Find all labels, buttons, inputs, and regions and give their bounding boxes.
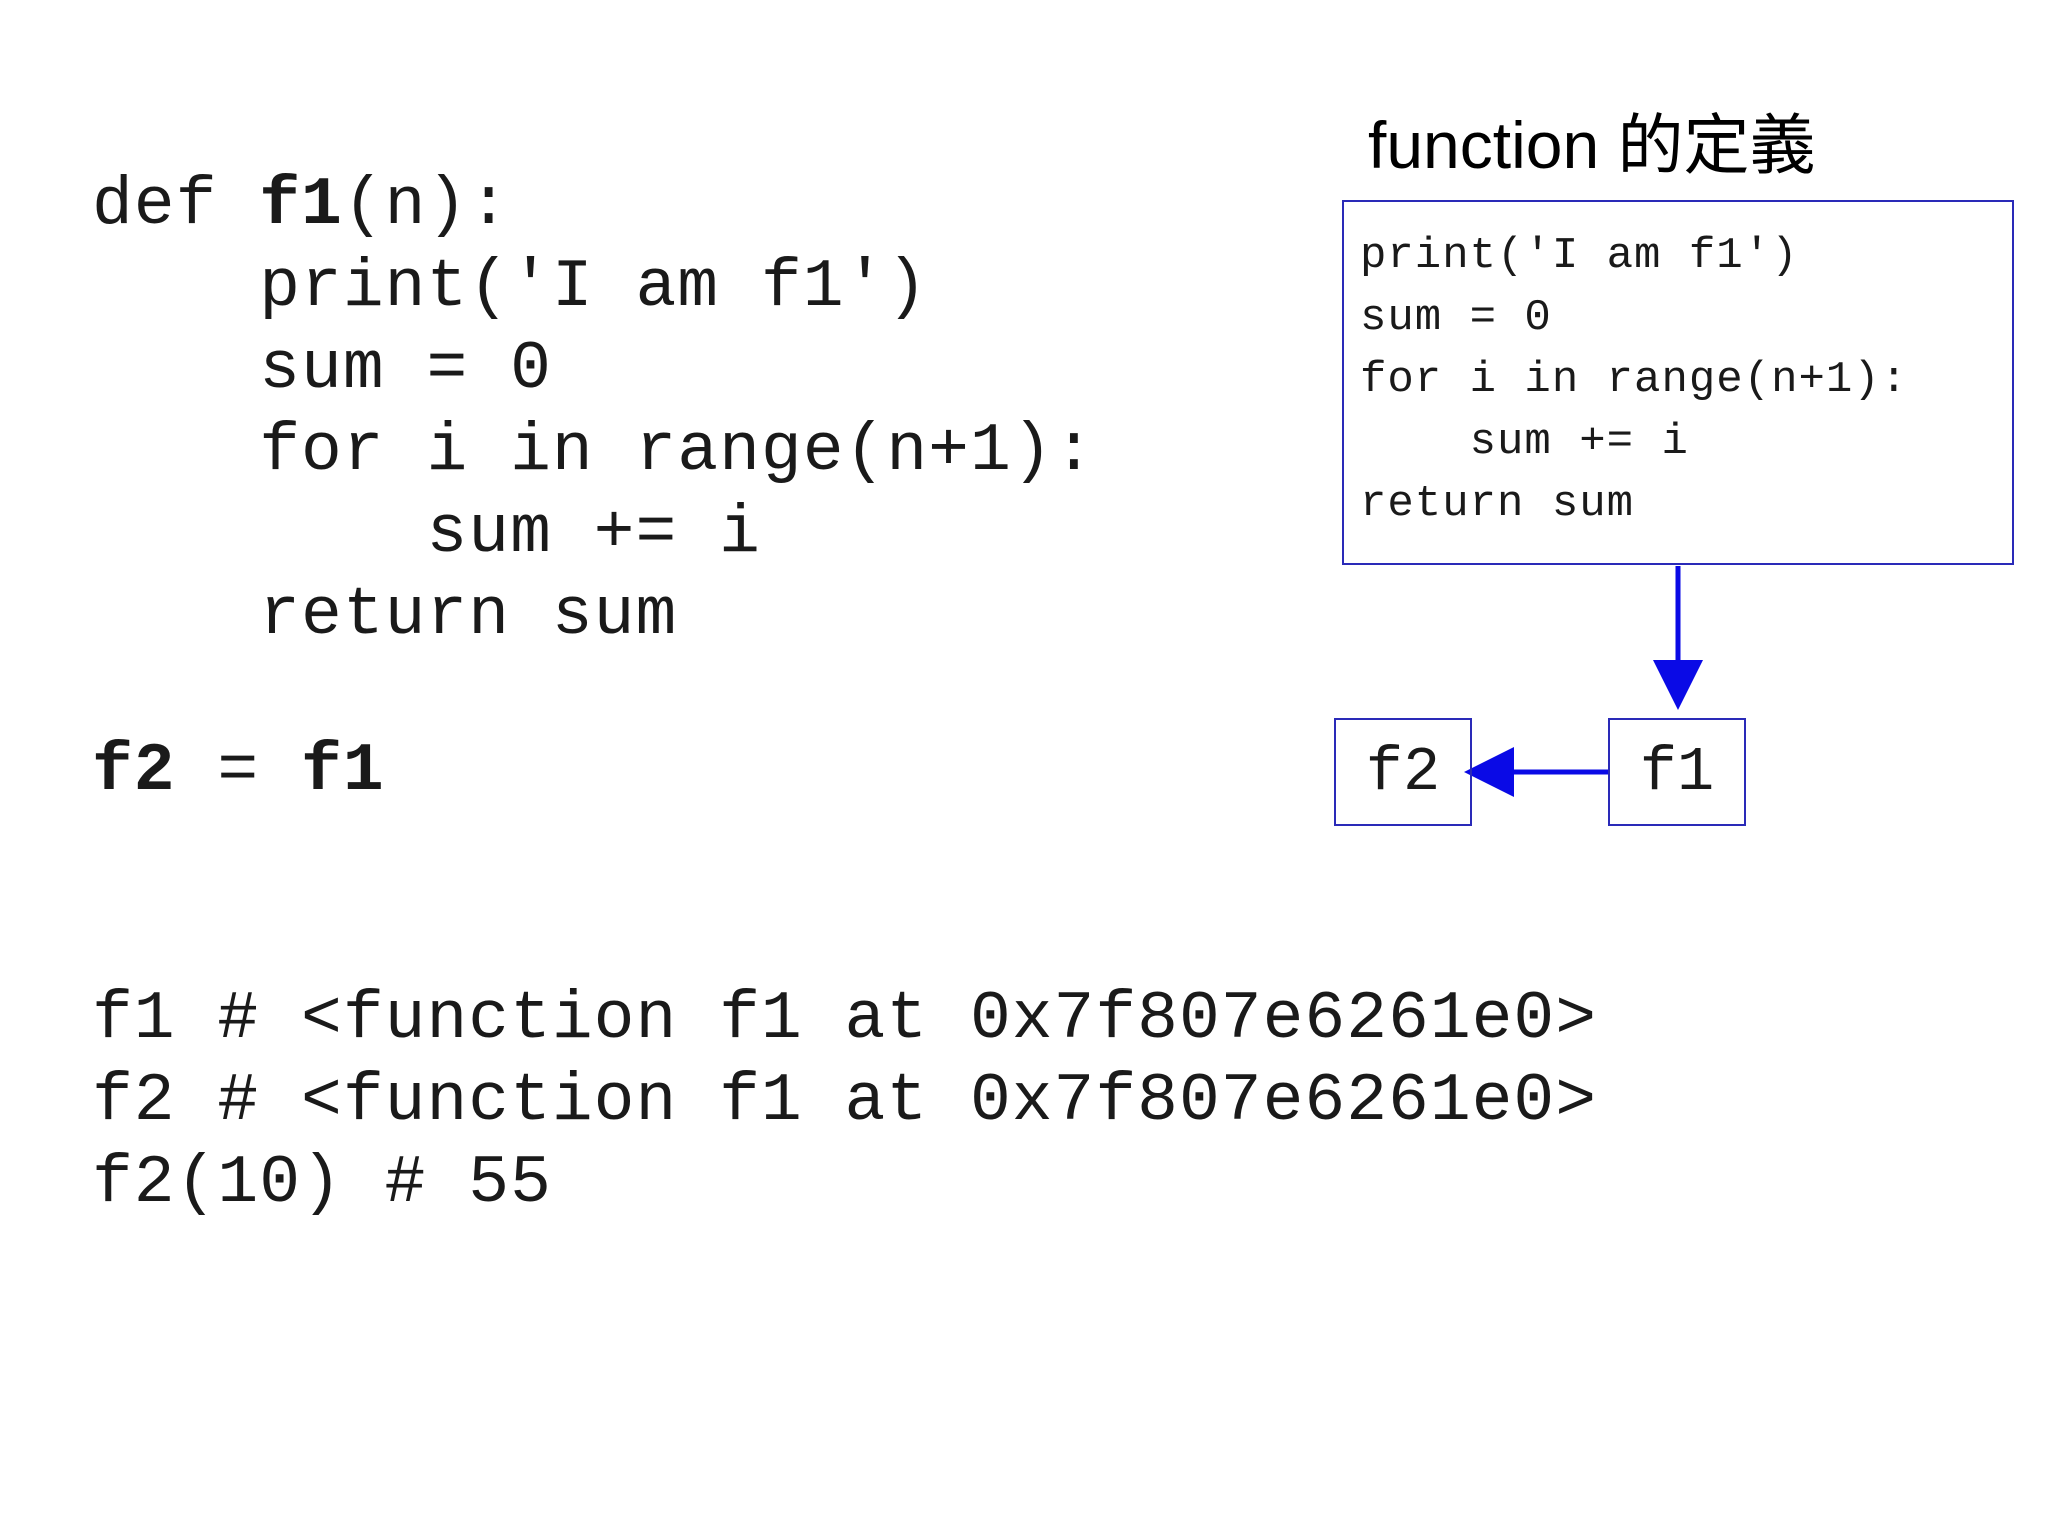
def-params: (n): xyxy=(342,167,511,244)
def-function-name: f1 xyxy=(259,167,343,244)
function-definition-box: print('I am f1') sum = 0 for i in range(… xyxy=(1342,200,2014,565)
assign-lhs: f2 xyxy=(92,733,176,810)
def-keyword: def xyxy=(92,167,260,244)
box-line-print: print('I am f1') xyxy=(1360,231,1799,281)
name-box-f2: f2 xyxy=(1334,718,1472,826)
box-line-sum-add: sum += i xyxy=(1360,417,1689,467)
name-box-f1: f1 xyxy=(1608,718,1746,826)
output-f2-line: f2 # <function f1 at 0x7f807e6261e0> xyxy=(92,1063,1598,1140)
code-print-line: print('I am f1') xyxy=(92,249,929,326)
code-sum-add-line: sum += i xyxy=(92,495,761,572)
assign-operator: = xyxy=(175,733,302,810)
code-assign-line: f2 = f1 xyxy=(92,738,385,806)
code-for-line: for i in range(n+1): xyxy=(92,413,1096,490)
box-line-return: return sum xyxy=(1360,479,1635,529)
output-call-line: f2(10) # 55 xyxy=(92,1145,552,1222)
box-line-for: for i in range(n+1): xyxy=(1360,355,1909,405)
output-f1-line: f1 # <function f1 at 0x7f807e6261e0> xyxy=(92,981,1598,1058)
code-sum-init-line: sum = 0 xyxy=(92,331,552,408)
function-definition-title: function 的定義 xyxy=(1368,108,1816,182)
box-line-sum-init: sum = 0 xyxy=(1360,293,1552,343)
assign-rhs: f1 xyxy=(301,733,385,810)
code-def-line: def f1(n): xyxy=(92,172,510,240)
code-return-line: return sum xyxy=(92,577,678,654)
